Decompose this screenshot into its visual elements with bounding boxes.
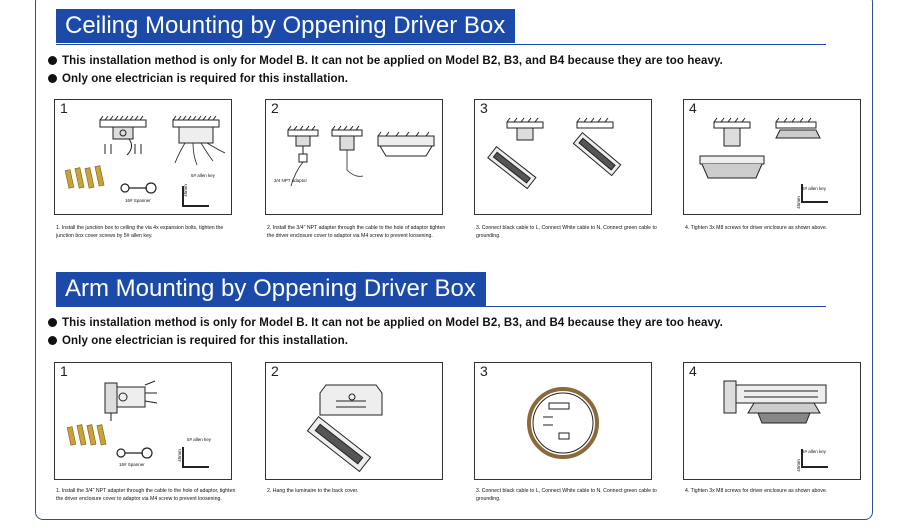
- size-label: 45mm: [795, 196, 801, 209]
- section2-step1-illustration: 1 5# allen key 16# Spanner 45mm: [54, 362, 232, 480]
- section2-step2-caption: 2. Hang the luminaire to the back cover.: [267, 488, 359, 494]
- step-number: 1: [60, 100, 68, 116]
- allen-key-label: 5# allen key: [187, 437, 212, 442]
- allen-key-label: 6# allen key: [802, 449, 827, 454]
- section2-step4-caption: 4. Tighten 3x M8 screws for driver enclo…: [685, 488, 828, 494]
- step-number: 4: [689, 100, 697, 116]
- page-frame: [35, 0, 873, 520]
- step-number: 2: [271, 363, 279, 379]
- section2-note-2: Only one electrician is required for thi…: [48, 335, 348, 347]
- size-label: 45mm: [182, 184, 188, 197]
- hang-luminaire-drawing: [306, 384, 383, 473]
- size-label: 45mm: [176, 449, 182, 462]
- spanner-label: 16# Spanner: [125, 198, 151, 203]
- wiring-drawing: [487, 117, 622, 190]
- section2-step1-caption: 1. Install the 3/4" NPT adapter through …: [56, 488, 236, 502]
- bullet-icon: [48, 56, 57, 65]
- section2-step3-caption: 3. Connect black cable to L, Connect Whi…: [476, 488, 657, 502]
- section1-step3-caption: 3. Connect black cable to L, Connect Whi…: [476, 225, 657, 239]
- section2-step2-illustration: 2: [265, 362, 443, 480]
- step-number: 4: [689, 363, 697, 379]
- bullet-icon: [48, 336, 57, 345]
- section2-title-rule: [56, 306, 826, 307]
- section1-step1-caption: 1. Install the junction box to ceiling t…: [56, 225, 224, 239]
- driver-enclosure-drawing: [699, 117, 828, 203]
- step-number: 3: [480, 100, 488, 116]
- section1-step2-illustration: 2 3/4 NPT adaptor: [265, 99, 443, 215]
- arm-adaptor-drawing: [66, 380, 209, 468]
- note-text: Only one electrician is required for thi…: [62, 335, 349, 347]
- note-text: Only one electrician is required for thi…: [62, 73, 349, 85]
- bullet-icon: [48, 318, 57, 327]
- step-number: 3: [480, 363, 488, 379]
- terminal-drawing: [527, 387, 599, 459]
- section1-step3-illustration: 3: [474, 99, 652, 215]
- junction-box-drawing: [64, 115, 226, 207]
- spanner-label: 16# Spanner: [119, 462, 145, 467]
- section1-title-rule: [56, 44, 826, 45]
- bullet-icon: [48, 74, 57, 83]
- section1-step4-caption: 4. Tighten 3x M8 screws for driver enclo…: [685, 225, 828, 231]
- adaptor-label: 3/4 NPT adaptor: [274, 178, 307, 183]
- section1-step4-illustration: 4 6# allen key 45mm: [683, 99, 861, 215]
- section1-title: Ceiling Mounting by Oppening Driver Box: [56, 9, 516, 43]
- section2-step4-illustration: 4 6# allen key 45mm: [683, 362, 861, 480]
- note-text: This installation method is only for Mod…: [62, 317, 723, 329]
- section2-step3-illustration: 3: [474, 362, 652, 480]
- allen-key-label: 6# allen key: [802, 186, 827, 191]
- section1-step2-caption: 2. Install the 3/4" NPT adapter through …: [267, 225, 446, 239]
- arm-driver-enclosure-drawing: [723, 380, 828, 468]
- note-text: This installation method is only for Mod…: [62, 55, 723, 67]
- section1-step1-illustration: 1 5# allen key 16# Spanner 45mm: [54, 99, 232, 215]
- step-number: 1: [60, 363, 68, 379]
- section1-note-1: This installation method is only for Mod…: [48, 55, 723, 67]
- size-label: 45mm: [795, 459, 801, 472]
- adaptor-drawing: [287, 125, 435, 187]
- section2-title: Arm Mounting by Oppening Driver Box: [56, 272, 486, 306]
- allen-key-label: 5# allen key: [191, 173, 216, 178]
- section2-note-1: This installation method is only for Mod…: [48, 317, 723, 329]
- step-number: 2: [271, 100, 279, 116]
- section1-note-2: Only one electrician is required for thi…: [48, 73, 348, 85]
